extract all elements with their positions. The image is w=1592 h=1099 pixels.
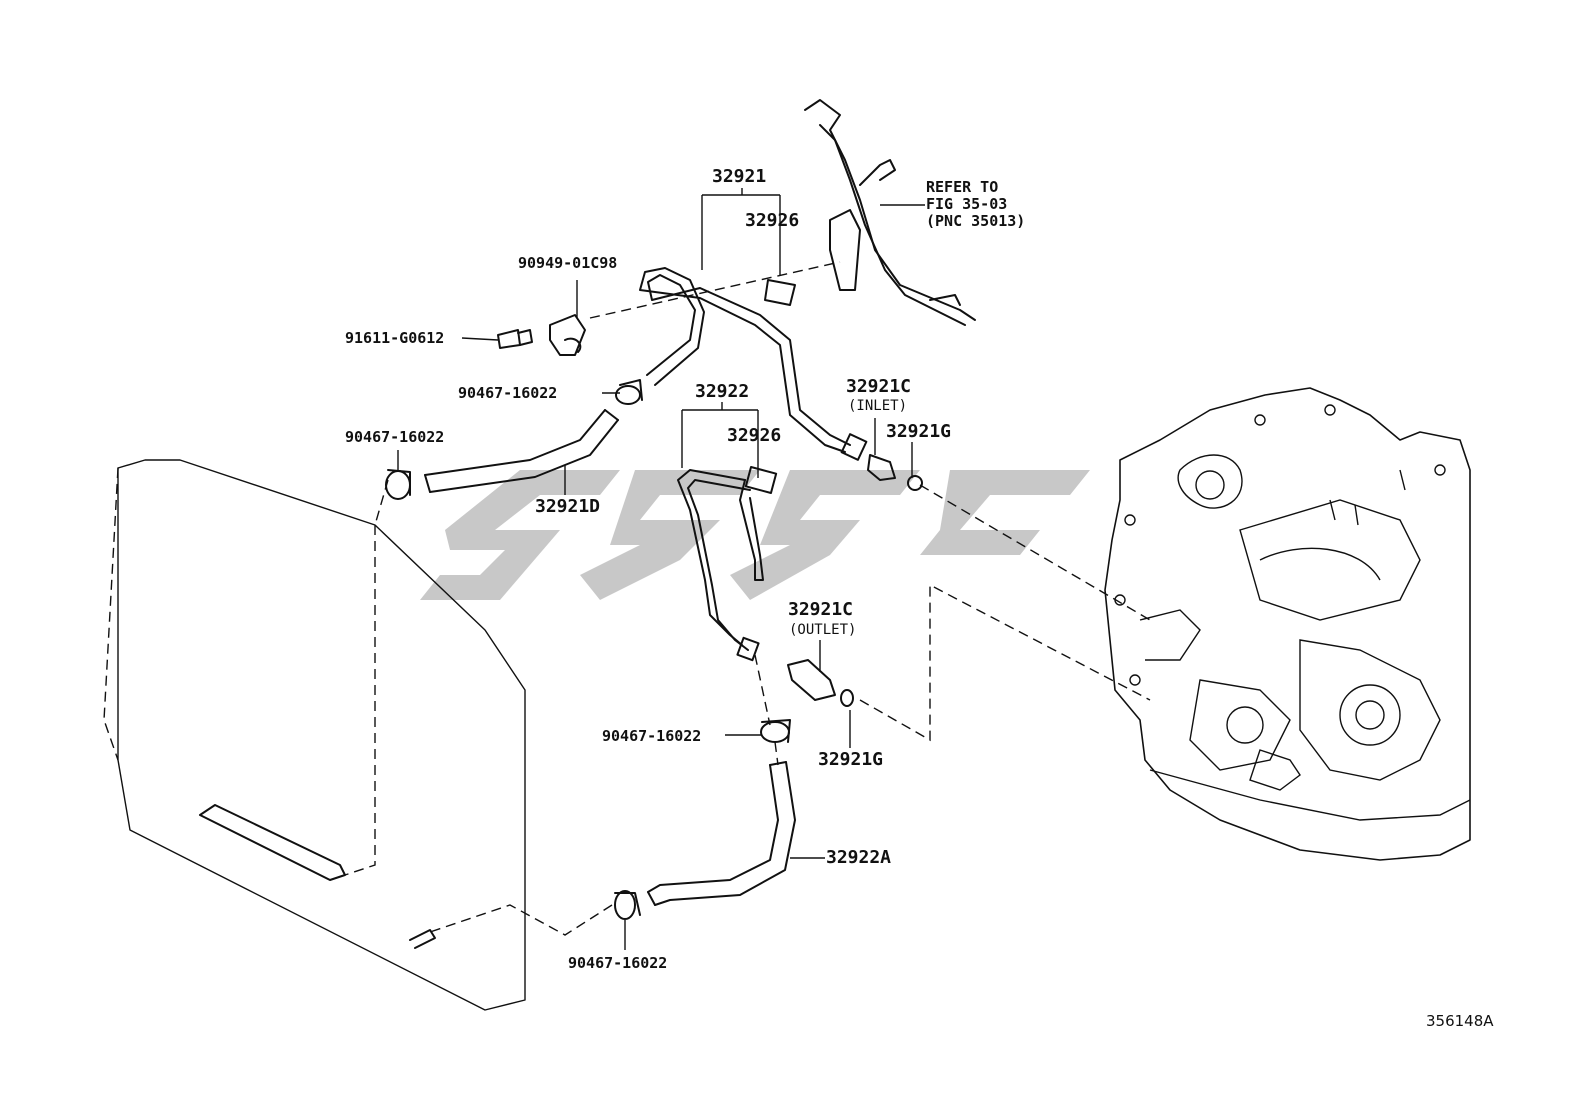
label-32926-top: 32926	[745, 210, 799, 231]
mounting-bolt	[497, 329, 533, 349]
label-32922a: 32922A	[826, 847, 891, 868]
label-32921c-inlet: 32921C	[846, 376, 911, 397]
radiator-outline	[103, 459, 526, 1011]
label-32921g-top: 32921G	[886, 421, 951, 442]
label-91611-g0612: 91611-G0612	[345, 329, 444, 347]
hose-clamp-b	[385, 469, 411, 500]
transmission-assembly	[1104, 387, 1471, 861]
outlet-tube	[677, 465, 778, 662]
hose-clamp-a	[615, 379, 643, 405]
label-32922: 32922	[695, 381, 749, 402]
dipstick-tube	[804, 99, 976, 326]
dashed-connectors	[344, 479, 1151, 936]
watermark-logo	[420, 470, 1090, 600]
label-inlet-note: (INLET)	[848, 398, 907, 414]
label-90467-16022-a: 90467-16022	[458, 384, 557, 402]
label-90949-01c98: 90949-01C98	[518, 254, 617, 272]
hose-clamp-c	[760, 719, 791, 743]
leader-lines	[397, 188, 925, 950]
union-inlet	[867, 454, 896, 481]
label-32921d: 32921D	[535, 496, 600, 517]
dashed-line-bracket	[589, 261, 841, 319]
label-32926-mid: 32926	[727, 425, 781, 446]
label-32921c-outlet: 32921C	[788, 599, 853, 620]
hose-32921D	[424, 409, 619, 493]
o-ring-bottom	[840, 689, 854, 707]
reference-line-2: FIG 35-03	[926, 195, 1007, 213]
label-90467-16022-d: 90467-16022	[568, 954, 667, 972]
clamp-bracket	[549, 314, 586, 356]
diagram-ref-code: 356148A	[1426, 1012, 1494, 1030]
reference-line-1: REFER TO	[926, 178, 998, 196]
label-outlet-note: (OUTLET)	[789, 622, 856, 638]
label-32921g-bottom: 32921G	[818, 749, 883, 770]
reference-line-3: (PNC 35013)	[926, 212, 1025, 230]
label-90467-16022-b: 90467-16022	[345, 428, 444, 446]
hose-32922A	[647, 761, 796, 906]
hose-clamp-d	[614, 890, 641, 920]
reference-note: REFER TO FIG 35-03 (PNC 35013)	[926, 178, 1025, 230]
label-32921: 32921	[712, 166, 766, 187]
o-ring-top	[907, 475, 923, 491]
label-90467-16022-c: 90467-16022	[602, 727, 701, 745]
inlet-tube	[639, 267, 868, 461]
union-outlet	[787, 659, 836, 701]
